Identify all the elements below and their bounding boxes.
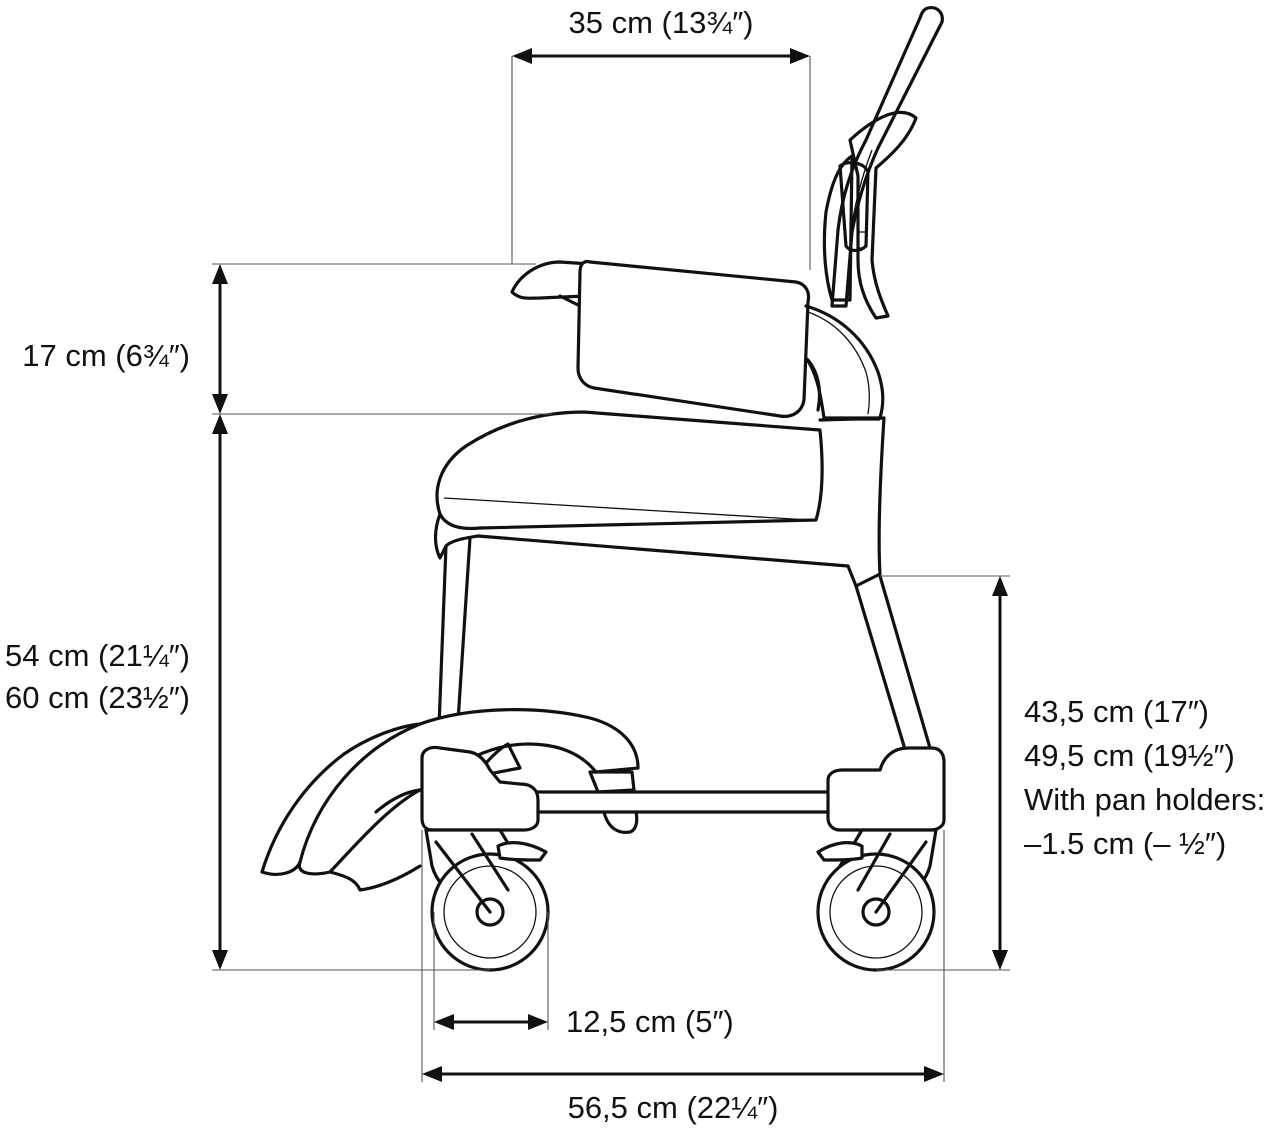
seat-height-label-1: 54 cm (21¼″): [5, 638, 190, 673]
seat-depth-label: 35 cm (13¾″): [569, 5, 754, 40]
shower-chair-side-view: [260, 6, 946, 972]
base-frame: [420, 745, 946, 834]
frame-height-dimension: [992, 576, 1008, 970]
dimension-lines: [212, 48, 1010, 1082]
rear-caster: [816, 828, 938, 972]
frame-height-label-4: –1.5 cm (– ½″): [1024, 826, 1226, 861]
wheel-diameter-label: 12,5 cm (5″): [566, 1004, 734, 1039]
armrest-height-label: 17 cm (6¾″): [22, 338, 190, 373]
dimension-labels: 35 cm (13¾″) 17 cm (6¾″) 54 cm (21¼″) 60…: [5, 5, 1265, 1125]
front-caster: [424, 828, 550, 972]
seat-height-label-2: 60 cm (23½″): [5, 680, 190, 715]
frame-height-label-2: 49,5 cm (19½″): [1024, 738, 1235, 773]
armrest: [510, 259, 885, 420]
seat: [433, 410, 886, 588]
overall-depth-label: 56,5 cm (22¼″): [568, 1090, 779, 1125]
footrest: [260, 708, 640, 892]
armrest-height-dimension: [212, 264, 228, 414]
frame-height-label-1: 43,5 cm (17″): [1024, 694, 1209, 729]
wheel-diameter-dimension: [434, 1014, 548, 1030]
backrest: [822, 110, 918, 320]
seat-depth-dimension: [512, 48, 810, 64]
overall-depth-dimension: [422, 1066, 944, 1082]
rear-leg: [854, 574, 932, 750]
frame-height-label-3: With pan holders:: [1024, 782, 1265, 817]
seat-height-dimension: [212, 414, 228, 970]
